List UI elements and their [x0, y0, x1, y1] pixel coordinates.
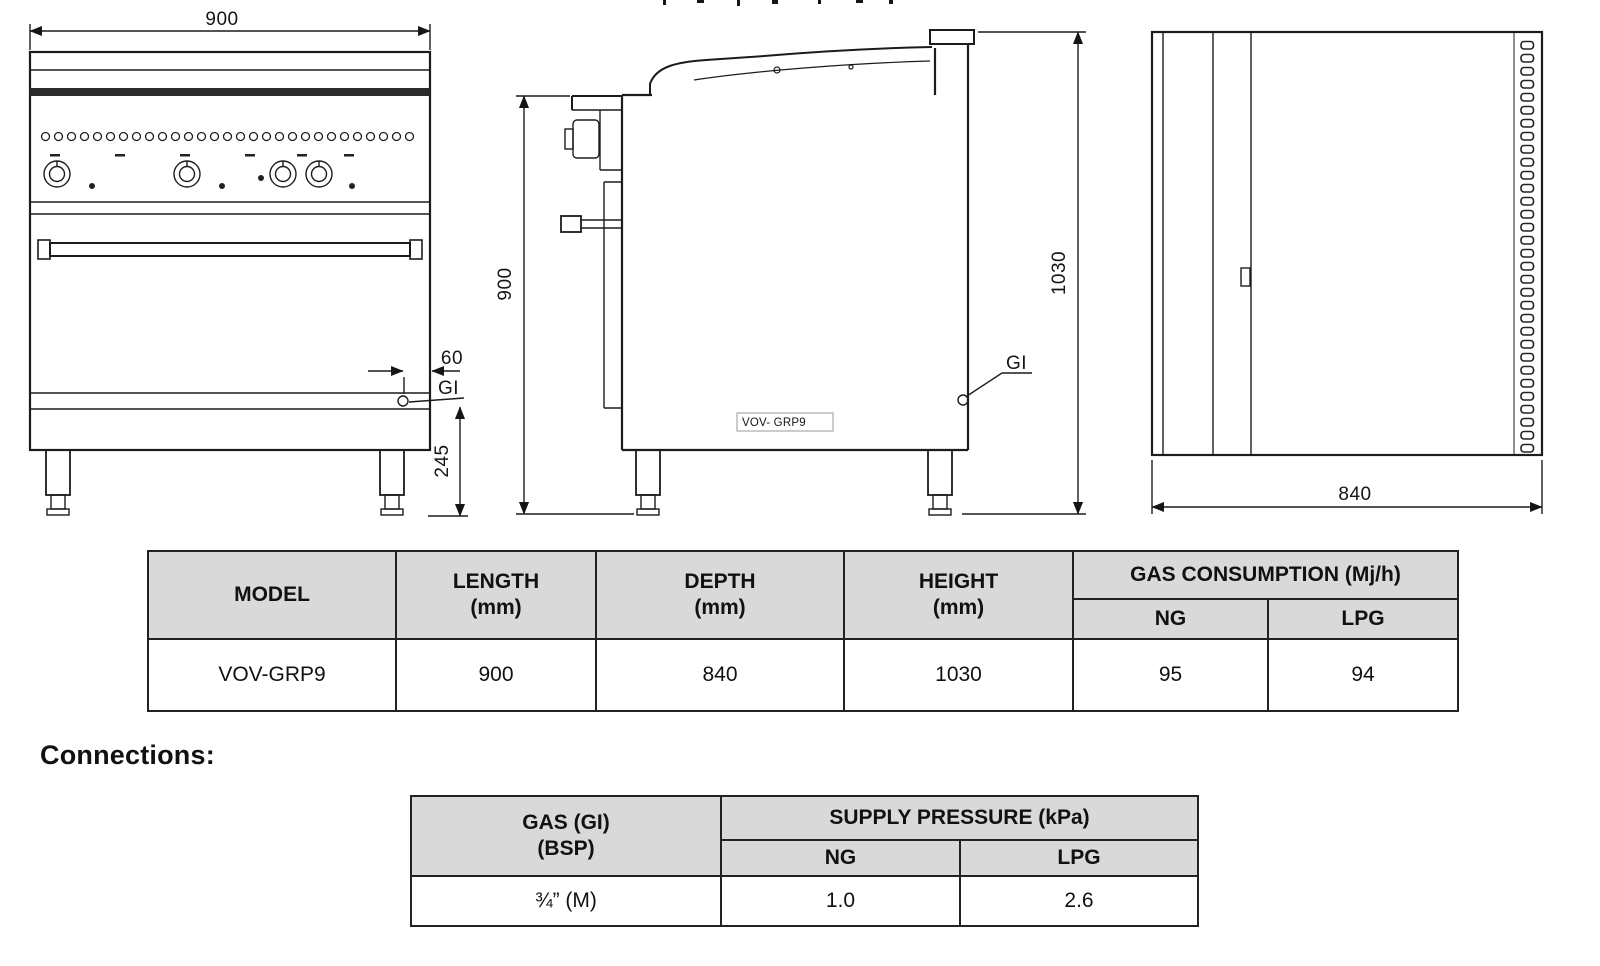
connections-data-row: ¾” (M) 1.0 2.6 [410, 875, 1200, 927]
burner-holes-row [39, 130, 416, 143]
spec-cell-length: 900 [395, 638, 597, 712]
side-workheight-dim-text: 900 [495, 267, 516, 300]
front-view: 900 [28, 9, 468, 517]
rear-depth-dimension: 840 [1151, 460, 1543, 514]
front-width-dimension: 900 [29, 9, 431, 50]
rear-view: 840 [1150, 30, 1544, 514]
front-leg-dim-text: 245 [432, 444, 453, 477]
cropped-text-fragment [663, 0, 893, 6]
spec-header-lpg: LPG [1267, 598, 1459, 640]
gas-inlet-point-front [397, 395, 409, 407]
spec-header-depth: DEPTH (mm) [595, 550, 845, 640]
side-handle [560, 215, 622, 233]
connections-cell-ng: 1.0 [720, 875, 961, 927]
side-legs [635, 449, 953, 516]
rear-latch [1240, 267, 1251, 287]
spec-header-row-2: NG LPG [148, 598, 1459, 640]
spec-cell-depth: 840 [595, 638, 845, 712]
connections-header-supply-pressure: SUPPLY PRESSURE (kPa) [719, 795, 1200, 841]
technical-drawings: 900 [28, 0, 1544, 517]
spec-cell-model: VOV-GRP9 [147, 638, 397, 712]
connections-header-row-2: NG LPG [411, 839, 1200, 877]
spec-header-height: HEIGHT (mm) [843, 550, 1074, 640]
side-workheight-dimension: 900 [495, 95, 634, 515]
spec-cell-ng: 95 [1072, 638, 1269, 712]
oven-door-handle [37, 239, 423, 260]
connections-header-lpg: LPG [958, 839, 1200, 877]
spec-cell-height: 1030 [843, 638, 1074, 712]
rear-depth-dim-text: 840 [1338, 484, 1371, 505]
front-legs [45, 449, 405, 516]
spec-header-ng: NG [1072, 598, 1269, 640]
knob-label-marks [50, 154, 354, 157]
side-door-edge [603, 181, 622, 409]
vent-slots-column [1520, 39, 1536, 455]
front-leg-dimension: 245 [428, 406, 468, 517]
connections-heading: Connections: [40, 740, 215, 770]
spec-cell-lpg: 94 [1267, 638, 1459, 712]
control-knobs [43, 160, 355, 189]
side-gas-inlet-label: GI [957, 353, 1032, 406]
connections-header-ng: NG [720, 839, 961, 877]
spec-data-row: VOV-GRP9 900 840 1030 95 94 [147, 638, 1459, 712]
spec-header-row-1: MODEL LENGTH (mm) DEPTH (mm) HEIGHT (mm)… [147, 550, 1459, 640]
spec-header-gas-consumption: GAS CONSUMPTION (Mj/h) [1072, 550, 1459, 600]
front-gas-inlet-label: GI [408, 378, 465, 403]
side-body [560, 29, 975, 516]
front-gi-text: GI [438, 378, 459, 399]
front-offset-dimension: 60 [368, 348, 463, 394]
spec-header-model: MODEL [147, 550, 397, 640]
side-gi-text: GI [1006, 353, 1027, 374]
side-overallheight-dim-text: 1030 [1049, 251, 1070, 295]
front-width-dim-text: 900 [205, 9, 238, 30]
model-tag-box: VOV- GRP9 [736, 412, 834, 432]
front-body [28, 50, 432, 516]
rear-body [1150, 30, 1544, 457]
griddle-band [30, 88, 430, 96]
spec-header-length: LENGTH (mm) [395, 550, 597, 640]
front-offset-dim-text: 60 [441, 348, 463, 369]
connections-cell-lpg: 2.6 [958, 875, 1200, 927]
side-front-details [564, 95, 622, 171]
side-view: 900 [495, 29, 1086, 516]
spec-table: MODEL LENGTH (mm) DEPTH (mm) HEIGHT (mm)… [147, 550, 1459, 712]
connections-header-row-1: GAS (GI) (BSP) SUPPLY PRESSURE (kPa) [410, 795, 1200, 877]
connections-cell-gas: ¾” (M) [410, 875, 722, 927]
model-tag-text: VOV- GRP9 [742, 417, 806, 429]
connections-header-gas: GAS (GI) (BSP) [410, 795, 722, 877]
side-overallheight-dimension: 1030 [962, 31, 1086, 515]
gas-inlet-point-side [957, 394, 969, 406]
connections-table: GAS (GI) (BSP) SUPPLY PRESSURE (kPa) NG … [410, 795, 1200, 927]
